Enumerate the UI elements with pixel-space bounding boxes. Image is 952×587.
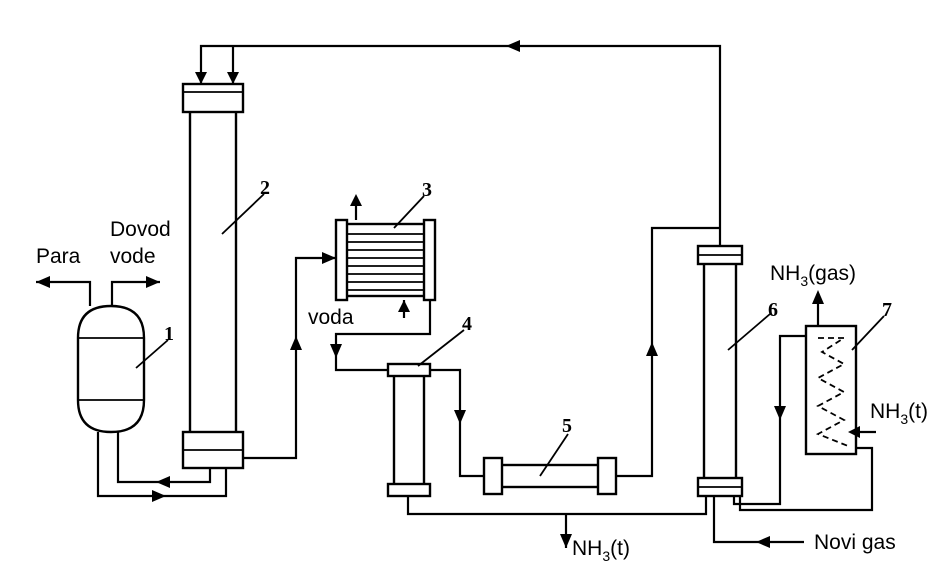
equipment-number-6: 6: [768, 299, 778, 321]
condenser-7: [804, 324, 858, 456]
label-leaders: [135, 193, 885, 477]
equipment-number-2: 2: [260, 177, 270, 199]
svg-text:NH3(gas): NH3(gas): [770, 262, 856, 289]
equipment-number-7: 7: [882, 299, 892, 321]
vessel-1: [76, 304, 146, 434]
separator-4: [386, 362, 432, 498]
flow-arrows: [36, 40, 860, 548]
label-voda: voda: [308, 306, 354, 329]
label-nh3-t-bottom: NH3(t): [572, 537, 630, 564]
heat-exchanger-3: [334, 218, 437, 302]
label-nh3-t-right: NH3(t): [870, 400, 928, 427]
equipment-number-1: 1: [164, 323, 174, 345]
column-6: [696, 244, 744, 498]
label-vode: vode: [110, 245, 156, 268]
equipment-number-5: 5: [562, 415, 572, 437]
equipment-number-3: 3: [422, 179, 432, 201]
pipes: [36, 44, 876, 548]
equipment-number-4: 4: [462, 313, 472, 335]
label-nh3-gas: NH3(gas): [770, 262, 856, 289]
column-2: [181, 82, 245, 470]
label-novi-gas: Novi gas: [814, 531, 896, 554]
svg-text:NH3(t): NH3(t): [572, 537, 630, 564]
label-para: Para: [36, 245, 81, 268]
reactor-5: [482, 456, 618, 496]
svg-text:NH3(t): NH3(t): [870, 400, 928, 427]
label-dovod: Dovod: [110, 218, 171, 241]
